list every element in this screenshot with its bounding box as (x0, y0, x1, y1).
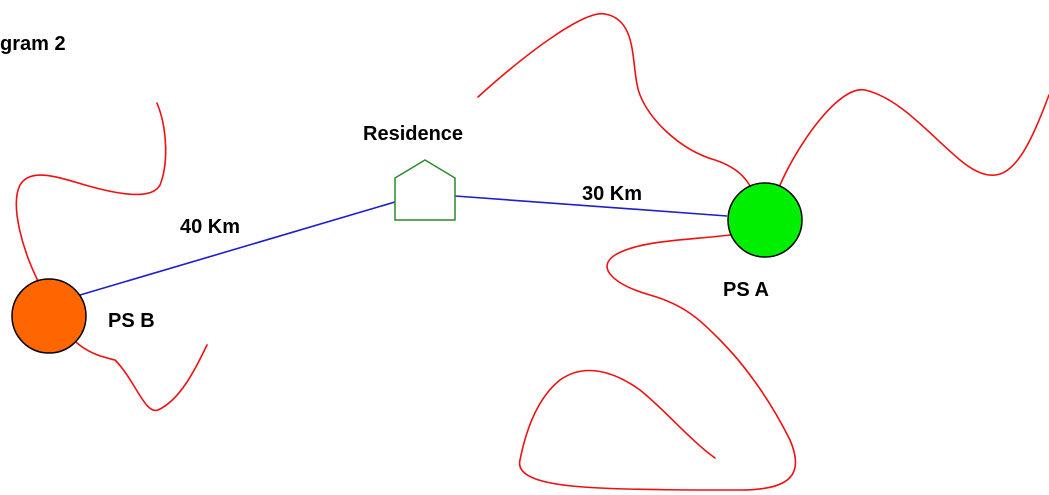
ps-a-station-circle (727, 182, 803, 258)
distance-40-label: 40 Km (180, 216, 240, 238)
road-ps-b-to-residence (79, 201, 396, 296)
ps-b-label: PS B (108, 310, 155, 332)
ps-a-boundary-lower (518, 234, 797, 491)
distance-30-label: 30 Km (582, 183, 642, 205)
ps-a-label: PS A (723, 279, 769, 301)
ps-b-boundary (15, 102, 208, 412)
ps-a-boundary-upper (477, 13, 761, 206)
ps-b-station-circle (11, 278, 87, 354)
residence-house-icon (394, 159, 456, 221)
diagram-title: gram 2 (0, 33, 66, 55)
ps-a-boundary-right (779, 89, 1049, 186)
road-residence-to-ps-a (454, 195, 728, 217)
residence-label: Residence (363, 123, 463, 145)
